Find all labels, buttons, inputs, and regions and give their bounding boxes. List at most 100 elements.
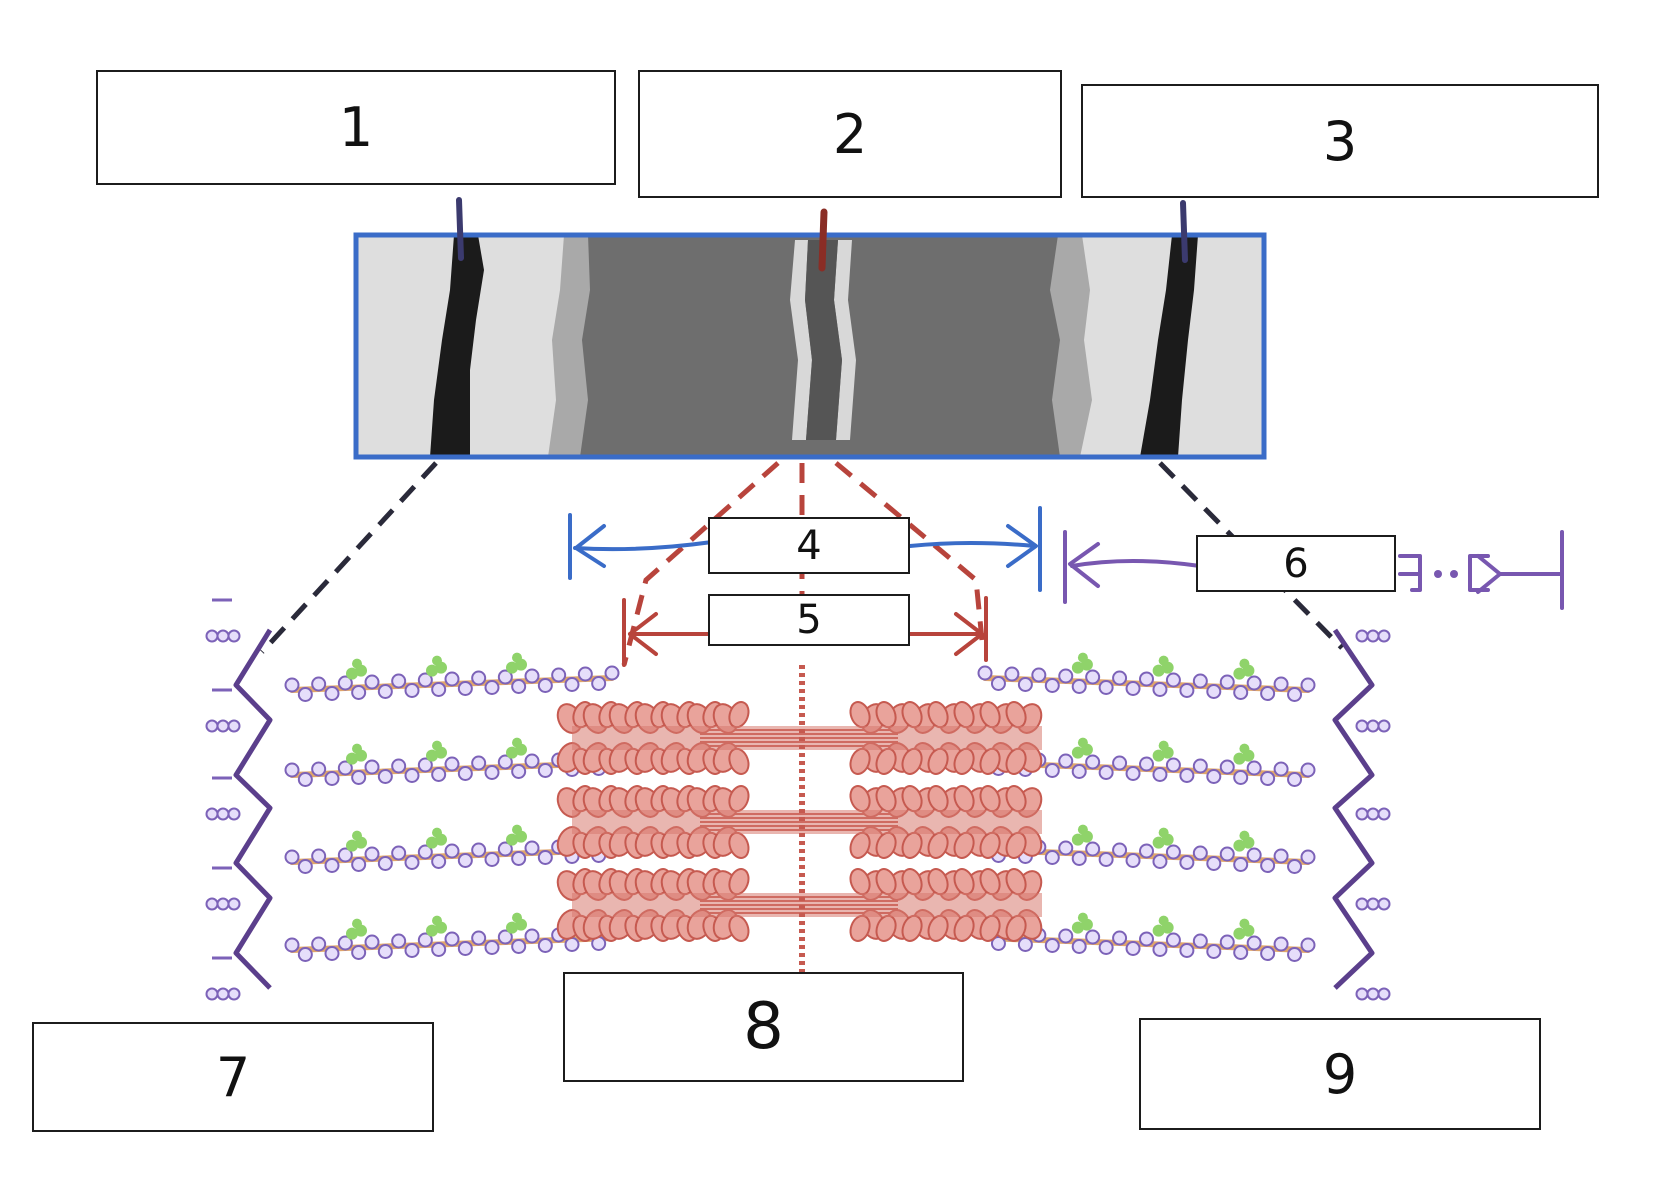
label-box-3[interactable]: 3	[1081, 84, 1599, 198]
actin-monomer	[484, 940, 500, 955]
troponin	[432, 915, 442, 926]
actin-monomer	[205, 987, 219, 1001]
actin-monomer	[1071, 679, 1087, 694]
actin-monomer	[1112, 670, 1128, 686]
label-box-8[interactable]: 8	[563, 972, 964, 1082]
label-box-7[interactable]: 7	[32, 1022, 434, 1132]
label-box-9[interactable]: 9	[1139, 1018, 1541, 1130]
actin-monomer	[577, 666, 593, 682]
actin-monomer	[1058, 668, 1074, 684]
actin-monomer	[564, 937, 580, 952]
actin-monomer	[1058, 753, 1074, 769]
pointer-2	[818, 208, 828, 272]
label-box-5[interactable]: 5	[708, 594, 910, 646]
actin-filament-right	[977, 912, 1316, 962]
label-2: 2	[832, 102, 868, 166]
actin-monomer	[1179, 768, 1195, 783]
actin-monomer	[1233, 857, 1249, 872]
actin-monomer	[1219, 674, 1235, 690]
actin-monomer	[444, 931, 460, 947]
myosin-core	[572, 893, 1042, 917]
actin-monomer	[1044, 763, 1060, 778]
actin-monomer	[351, 685, 367, 700]
label-box-4[interactable]: 4	[708, 517, 910, 574]
actin-monomer	[1139, 756, 1154, 772]
actin-monomer	[1112, 755, 1128, 771]
actin-monomer	[1152, 854, 1168, 869]
z-disc-right	[1332, 628, 1375, 990]
zoom-line-left	[260, 461, 438, 654]
myosin-core	[572, 810, 1042, 834]
troponin	[1158, 655, 1169, 666]
troponin	[352, 830, 362, 841]
actin-monomer	[431, 854, 447, 869]
troponin	[352, 658, 362, 669]
label-1: 1	[338, 96, 374, 159]
actin-monomer	[484, 680, 500, 695]
label-box-1[interactable]: 1	[96, 70, 616, 185]
actin-monomer	[227, 719, 241, 733]
troponin	[512, 912, 522, 923]
actin-monomer	[1058, 928, 1074, 944]
actin-monomer	[1233, 945, 1249, 960]
sarcomere-band-image	[356, 235, 1264, 457]
actin-monomer	[484, 852, 500, 867]
arrow-6	[1063, 530, 1564, 610]
actin-monomer	[297, 772, 313, 787]
label-4: 4	[796, 522, 822, 569]
actin-monomer	[1085, 841, 1101, 857]
actin-monomer	[1071, 939, 1087, 954]
actin-monomer	[1355, 897, 1369, 911]
actin-monomer	[324, 858, 340, 873]
myosin-filament	[556, 785, 1043, 859]
troponin	[1239, 918, 1250, 929]
actin-monomer	[431, 767, 447, 782]
actin-monomer	[1300, 677, 1316, 693]
actin-monomer	[1206, 856, 1222, 871]
actin-monomer	[311, 676, 327, 692]
actin-monomer	[337, 760, 353, 776]
actin-filament-right	[977, 652, 1316, 702]
actin-monomer	[1125, 941, 1141, 956]
troponin	[1077, 737, 1088, 748]
actin-monomer	[1085, 754, 1101, 770]
actin-monomer	[205, 807, 219, 821]
actin-monomer	[324, 771, 340, 786]
actin-monomer	[457, 853, 473, 868]
actin-monomer	[604, 665, 620, 681]
actin-monomer	[1206, 769, 1222, 784]
actin-monomer	[1366, 807, 1380, 821]
actin-monomer	[404, 855, 420, 870]
troponin	[1077, 824, 1088, 835]
label-box-2[interactable]: 2	[638, 70, 1062, 198]
actin-monomer	[1260, 686, 1276, 701]
actin-monomer	[1246, 847, 1262, 863]
actin-monomer	[524, 668, 540, 684]
actin-monomer	[205, 629, 219, 643]
arrow-5	[622, 596, 988, 667]
troponin	[432, 740, 442, 751]
label-box-6[interactable]: 6	[1196, 535, 1396, 592]
actin-monomer	[1377, 807, 1391, 821]
actin-monomer	[1287, 772, 1303, 787]
actin-monomer	[377, 856, 393, 871]
actin-monomer	[311, 936, 327, 952]
actin-monomer	[497, 929, 513, 945]
actin-monomer	[1355, 719, 1369, 733]
actin-monomer	[1219, 846, 1235, 862]
actin-monomer	[1179, 683, 1195, 698]
actin-filament-left	[284, 652, 620, 702]
troponin	[512, 737, 522, 748]
actin-monomer	[457, 766, 473, 781]
actin-monomer	[1071, 851, 1087, 866]
actin-monomer	[537, 763, 553, 778]
actin-monomer	[417, 932, 433, 948]
actin-monomer	[227, 629, 241, 643]
actin-monomer	[1300, 762, 1316, 778]
actin-monomer	[1044, 678, 1060, 693]
actin-monomer	[457, 941, 473, 956]
actin-monomer	[227, 897, 241, 911]
actin-monomer	[1246, 675, 1262, 691]
actin-monomer	[1085, 929, 1101, 945]
actin-monomer	[337, 675, 353, 691]
